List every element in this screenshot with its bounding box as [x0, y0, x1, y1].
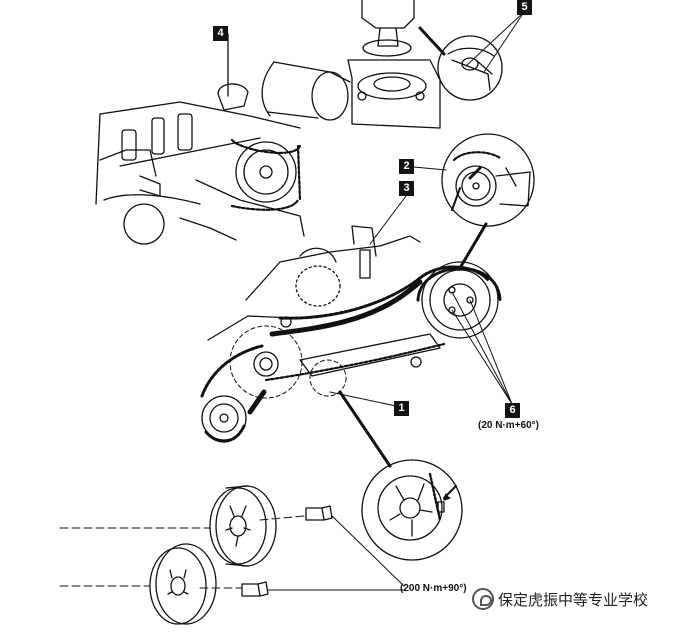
cylinder-head-illustration — [95, 33, 305, 245]
wechat-official-account-icon — [472, 588, 494, 610]
watermark-text: 保定虎振中等专业学校 — [498, 591, 649, 609]
crankshaft-pulleys — [59, 485, 405, 625]
callout-3: 3 — [399, 181, 414, 196]
callout-5: 5 — [517, 0, 532, 15]
detail-1-zoom — [361, 459, 463, 561]
timing-chain-assembly — [200, 195, 513, 468]
callout-1: 1 — [394, 401, 409, 416]
callout-6: 6 — [505, 403, 520, 418]
cam-bolt-torque-label: (20 N·m+60°) — [478, 420, 539, 431]
detail-5-zoom — [418, 11, 525, 101]
valve-housing-illustration — [261, 0, 441, 129]
callout-2: 2 — [399, 159, 414, 174]
detail-2-zoom — [413, 133, 535, 227]
crank-bolt-torque-label: (200 N·m+90°) — [400, 583, 467, 594]
callout-4: 4 — [213, 26, 228, 41]
